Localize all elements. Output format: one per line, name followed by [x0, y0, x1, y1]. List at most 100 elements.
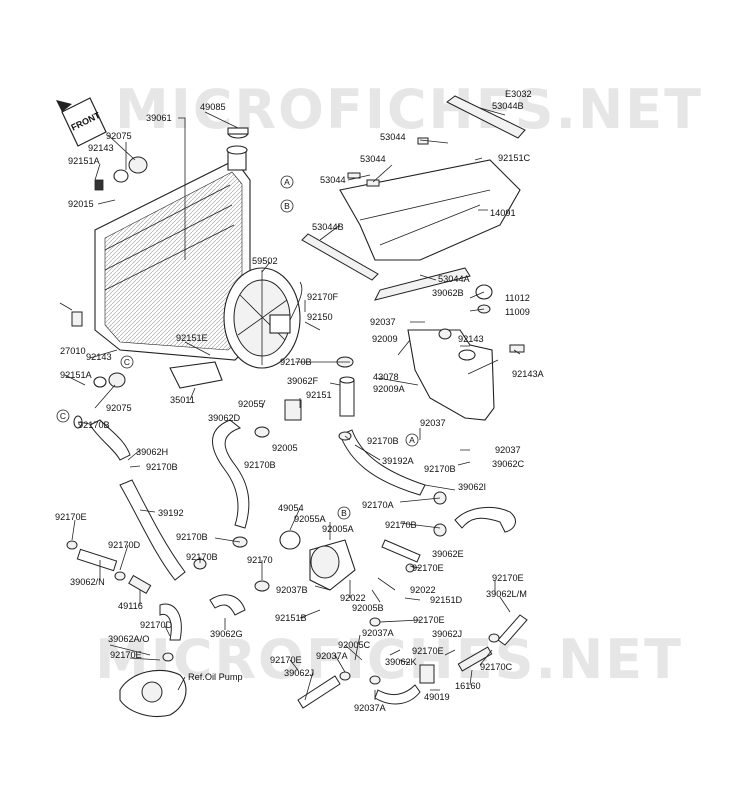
callout-a-top: A: [280, 175, 294, 189]
part-label: 92055A: [294, 514, 327, 524]
part-label: 92170C: [480, 662, 513, 672]
part-label: 39062G: [210, 629, 243, 639]
part-label: 53044B: [492, 101, 524, 111]
part-label: 92151: [306, 390, 332, 400]
part-label: 39062J: [432, 629, 462, 639]
part-label: 39062L/M: [486, 589, 527, 599]
part-label: 39062D: [208, 413, 241, 423]
hose-39192: [119, 479, 186, 581]
hose-39062f: [339, 376, 355, 417]
part-label: 92170E: [270, 655, 302, 665]
part-label: 39192: [158, 508, 184, 518]
hose-39192a: [339, 429, 426, 496]
part-label: 92037A: [316, 651, 349, 661]
part-label: 92170E: [492, 573, 524, 583]
part-label: 92075: [106, 131, 132, 141]
part-label: 92170B: [244, 460, 276, 470]
part-label: 92170: [247, 555, 273, 565]
diagram-code: E3032: [505, 89, 532, 99]
pipe-49019: [419, 664, 435, 684]
radiator-cap: [227, 127, 249, 139]
hose-39062lm: [497, 614, 528, 646]
part-label: 92151A: [60, 370, 93, 380]
part-label: 92170E: [110, 650, 142, 660]
part-label: 92037: [420, 418, 446, 428]
part-label: 92170B: [186, 552, 218, 562]
reserve-tank: [407, 329, 495, 421]
svg-text:B: B: [284, 201, 290, 211]
svg-text:C: C: [124, 357, 130, 367]
part-label: 49116: [118, 601, 143, 611]
part-label: 53044B: [312, 222, 344, 232]
part-label: 11009: [505, 307, 530, 317]
part-label: 39192A: [382, 456, 415, 466]
front-arrow-badge: FRONT: [56, 97, 107, 147]
part-label: 59502: [252, 256, 278, 266]
radiator-fan: [223, 267, 303, 369]
part-label: 92170E: [413, 615, 445, 625]
part-label: 53044: [380, 132, 406, 142]
part-label: 39062B: [432, 288, 464, 298]
pipe-49116: [128, 574, 152, 595]
thermostat-housing: [279, 530, 356, 591]
part-label: 39062E: [432, 549, 464, 559]
part-label: 92037: [370, 317, 396, 327]
hose-upper-left: [73, 415, 131, 461]
part-label: 39062I: [458, 482, 486, 492]
part-label: 92170B: [385, 520, 417, 530]
part-label: 39062H: [136, 447, 168, 457]
part-label: 49019: [424, 692, 450, 702]
part-label: 92037A: [362, 628, 395, 638]
part-label: 92005A: [322, 524, 355, 534]
svg-text:A: A: [409, 435, 415, 445]
part-label: 27010: [60, 346, 86, 356]
part-label: 39062A/O: [108, 634, 149, 644]
callout-a-mid: A: [405, 433, 419, 447]
callout-b-mid: B: [337, 506, 351, 520]
pipe-16160: [457, 646, 493, 672]
part-label: 92170B: [146, 462, 178, 472]
seal-strip-mid: [301, 233, 379, 281]
hose-39062n: [76, 548, 118, 572]
part-label: 92170B: [78, 420, 110, 430]
hose-39062j: [297, 675, 341, 709]
part-label: 92005B: [352, 603, 384, 613]
part-label: 92170F: [307, 292, 339, 302]
leader-lines: [59, 107, 521, 701]
callout-c-left: C: [120, 355, 134, 369]
hose-39062e: [381, 539, 421, 563]
part-label: 16160: [455, 681, 481, 691]
seal-strip-top: [446, 95, 526, 139]
part-label: 92037B: [276, 585, 308, 595]
part-label: 92151A: [68, 156, 101, 166]
grommet-lower: [93, 372, 126, 388]
part-label: 92143: [86, 352, 112, 362]
part-label: 53044: [360, 154, 386, 164]
part-label: 92055: [238, 399, 264, 409]
ref-oil-pump: Ref.Oil Pump: [188, 672, 243, 682]
water-pump: [119, 669, 187, 718]
part-label: 39062J: [284, 668, 314, 678]
radiator: [94, 145, 251, 361]
part-label: 11012: [505, 293, 530, 303]
part-label: 92151C: [498, 153, 531, 163]
watermark-bottom: MICROFICHES.NET: [95, 628, 683, 691]
hose-39062g: [209, 594, 246, 616]
hose-clamps: [66, 356, 500, 685]
part-label: 92037A: [354, 703, 387, 713]
part-label: 14091: [490, 208, 516, 218]
callout-b-top: B: [280, 199, 294, 213]
part-label: 43078: [373, 372, 399, 382]
part-label: 92170B: [280, 357, 312, 367]
part-label: 92151E: [176, 333, 208, 343]
part-label: 92170E: [412, 646, 444, 656]
part-label: 92022: [340, 593, 366, 603]
part-label: 53044: [320, 175, 346, 185]
part-label: 39062F: [287, 376, 319, 386]
part-label: 49085: [200, 102, 226, 112]
hose-39062i: [454, 507, 516, 533]
seal-strip-lower: [374, 267, 471, 301]
part-label: 92151B: [275, 613, 307, 623]
reserve-tank-cap: [475, 284, 493, 314]
